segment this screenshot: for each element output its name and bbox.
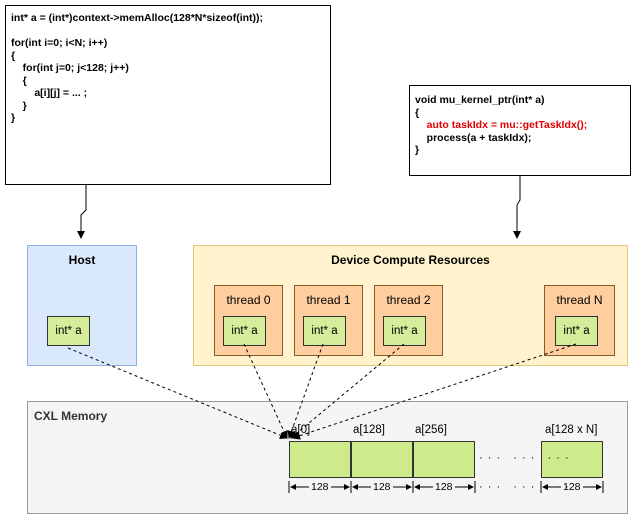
code-line: { <box>415 106 420 119</box>
thread-label: thread 2 <box>386 293 431 307</box>
host-pointer-var: int* a <box>47 316 90 346</box>
thread1-pointer-link <box>287 343 324 439</box>
memory-ellipsis: · · · · · · · · · <box>479 452 570 464</box>
kernel-signature: void mu_kernel_ptr(int* a) <box>415 94 545 106</box>
memory-block-n <box>541 441 603 478</box>
memory-block-1 <box>351 441 413 478</box>
thread-n: thread N int* a <box>544 285 615 356</box>
thread-pointer-var: int* a <box>303 316 346 346</box>
code-line: { <box>11 74 27 87</box>
device-title: Device Compute Resources <box>331 253 490 267</box>
host-code-arrow <box>77 185 87 239</box>
thread-label: thread 1 <box>306 293 351 307</box>
code-line: } <box>11 99 27 112</box>
thread-pointer-var: int* a <box>383 316 426 346</box>
thread-1: thread 1 int* a <box>294 285 363 356</box>
code-line: for(int i=0; i<N; i++) <box>11 37 108 49</box>
code-line: int* a = (int*)context->memAlloc(128*N*s… <box>11 12 264 24</box>
code-line: a[i][j] = ... ; <box>11 87 88 99</box>
code-line: } <box>11 112 16 124</box>
kernel-code-box: void mu_kernel_ptr(int* a) { auto taskId… <box>409 85 631 176</box>
cxl-memory-title: CXL Memory <box>34 409 108 423</box>
host-code-box: int* a = (int*)context->memAlloc(128*N*s… <box>5 5 331 185</box>
memory-block-2 <box>413 441 475 478</box>
thread-label: thread 0 <box>226 293 271 307</box>
thread-0: thread 0 int* a <box>214 285 283 356</box>
memory-block-0 <box>289 441 351 478</box>
block-size-label: 128 <box>309 481 331 493</box>
threadn-pointer-link <box>292 343 577 440</box>
index-label-2: a[256] <box>415 424 447 436</box>
index-label-n: a[128 x N] <box>545 424 598 436</box>
block-size-label: 128 <box>433 481 455 493</box>
code-line: } <box>415 144 420 156</box>
kernel-code-arrow <box>513 176 521 239</box>
code-line: for(int j=0; j<128; j++) <box>11 62 129 74</box>
host-title: Host <box>68 253 96 267</box>
block-size-label: 128 <box>371 481 393 493</box>
thread-pointer-var: int* a <box>555 316 598 346</box>
host-pointer-link <box>67 347 288 440</box>
thread2-pointer-link <box>290 343 405 439</box>
task-index-line: auto taskIdx = mu::getTaskIdx(); <box>415 119 588 131</box>
host-container: Host int* a <box>27 245 137 366</box>
dimension-ellipsis: · · · · · · · · · <box>479 481 570 493</box>
code-line: process(a + taskIdx); <box>415 131 532 144</box>
index-label-1: a[128] <box>353 424 385 436</box>
code-line: { <box>11 49 16 62</box>
thread-2: thread 2 int* a <box>374 285 443 356</box>
thread0-pointer-link <box>243 343 288 439</box>
block-size-label: 128 <box>561 481 583 493</box>
thread-label: thread N <box>556 293 603 307</box>
